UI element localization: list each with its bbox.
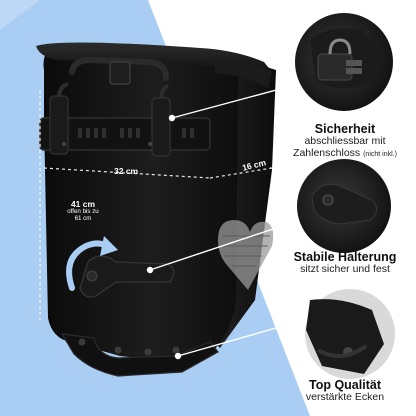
base-rivet	[114, 346, 122, 354]
detail-circle-corner	[303, 287, 397, 381]
height-value: 41 cm	[70, 199, 96, 209]
handle-buckle	[109, 61, 131, 85]
bag-roll-top	[36, 42, 272, 72]
feature-quality-line-1: verstärkte Ecken	[305, 391, 385, 403]
feature-security: Sicherheit abschliessbar mit Zahlenschlo…	[276, 122, 414, 160]
lower-bracket	[79, 255, 175, 298]
base-rivet	[144, 348, 152, 356]
base-rivet	[78, 338, 86, 346]
base-rivet	[172, 346, 180, 354]
detail-circle-lock	[293, 11, 395, 113]
feature-security-note: (nicht inkl.)	[363, 150, 397, 158]
blue-background-stripe	[0, 0, 40, 30]
feature-security-line-1: abschliessbar mit	[304, 135, 386, 147]
bag-base	[60, 333, 219, 377]
dimension-lines	[39, 90, 280, 320]
feature-mount-line-1: sitzt sicher und fest	[300, 263, 390, 275]
carry-handle	[69, 56, 169, 81]
height-dimension-label: 41 cm offen bis zu 61 cm	[56, 199, 110, 223]
feature-quality: Top Qualität verstärkte Ecken	[276, 378, 414, 404]
height-note-line-1: offen bis zu	[67, 208, 99, 216]
feature-quality-title: Top Qualität	[309, 378, 381, 392]
reflective-heart-panel	[218, 220, 274, 290]
feature-security-title: Sicherheit	[314, 122, 376, 136]
callout-lines	[146, 81, 307, 360]
feature-security-line-2: Zahlenschloss	[293, 146, 361, 159]
width-dimension-label: 32 cm	[114, 166, 139, 176]
detail-circle-hook	[295, 157, 393, 255]
feature-mount: Stabile Halterung sitzt sicher und fest	[276, 250, 414, 276]
height-note-line-2: 61 cm	[74, 215, 92, 223]
feature-mount-title: Stabile Halterung	[293, 250, 397, 264]
